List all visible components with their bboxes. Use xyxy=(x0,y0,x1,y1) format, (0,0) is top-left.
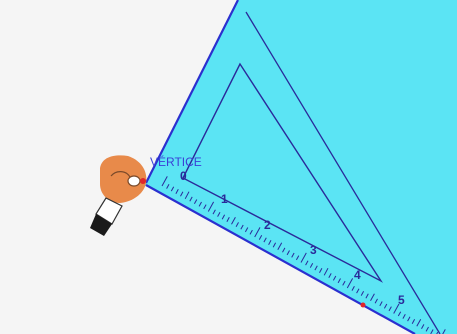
vertex-label: VÉRTICE xyxy=(150,154,202,169)
ruler-number-0: 0 xyxy=(180,169,187,183)
ruler-number-1: 1 xyxy=(221,192,228,206)
ruler-red-marker xyxy=(361,303,366,308)
hand-thumb xyxy=(128,176,140,186)
ruler-number-3: 3 xyxy=(310,243,317,257)
ruler-number-4: 4 xyxy=(354,268,361,282)
vertex-point-icon[interactable] xyxy=(140,178,146,184)
ruler-number-5: 5 xyxy=(398,293,405,307)
ruler-number-2: 2 xyxy=(264,218,271,232)
